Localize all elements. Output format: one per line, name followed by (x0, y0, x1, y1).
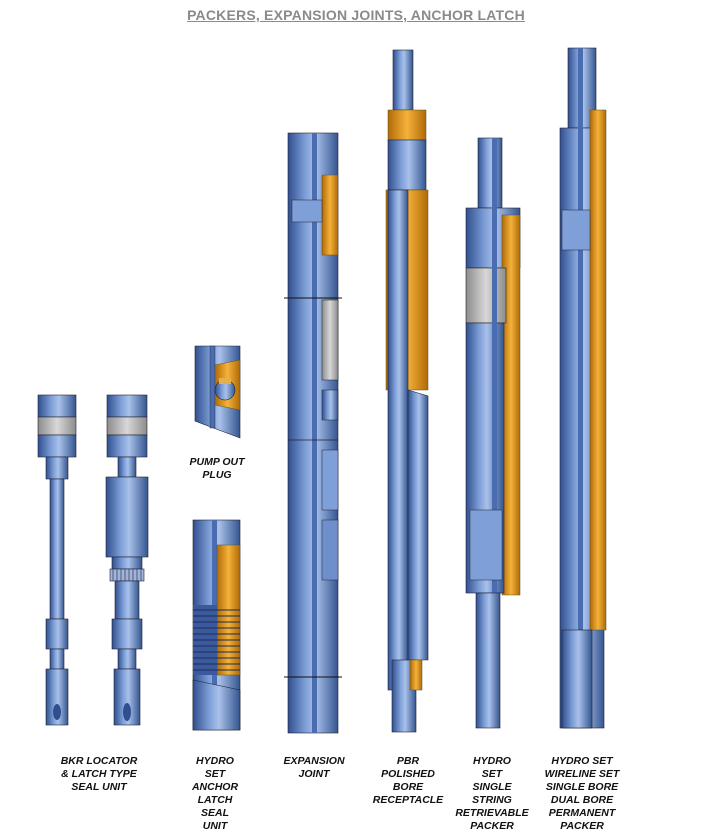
single-string-packer (465, 137, 521, 729)
pbr-receptacle (385, 49, 429, 733)
anchor-latch-seal-unit (192, 519, 241, 731)
label-expansion-joint: EXPANSION JOINT (283, 755, 345, 780)
label-dual-bore-packer: HYDRO SET WIRELINE SET SINGLE BORE DUAL … (544, 755, 620, 832)
label-pump-out-plug: PUMP OUT PLUG (189, 456, 245, 481)
bkr-locator-left (37, 394, 77, 726)
bkr-locator-right (105, 394, 149, 726)
label-anchor-latch: HYDRO SET ANCHOR LATCH SEAL UNIT (191, 755, 239, 832)
label-bkr: BKR LOCATOR & LATCH TYPE SEAL UNIT (60, 755, 138, 793)
page-title: PACKERS, EXPANSION JOINTS, ANCHOR LATCH (187, 7, 525, 23)
label-single-string-packer: HYDRO SET SINGLE STRING RETRIEVABLE PACK… (455, 755, 529, 832)
dual-bore-packer (559, 47, 607, 729)
expansion-joint (284, 132, 342, 734)
label-pbr: PBR POLISHED BORE RECEPTACLE (372, 755, 444, 806)
pump-out-plug (194, 345, 241, 439)
